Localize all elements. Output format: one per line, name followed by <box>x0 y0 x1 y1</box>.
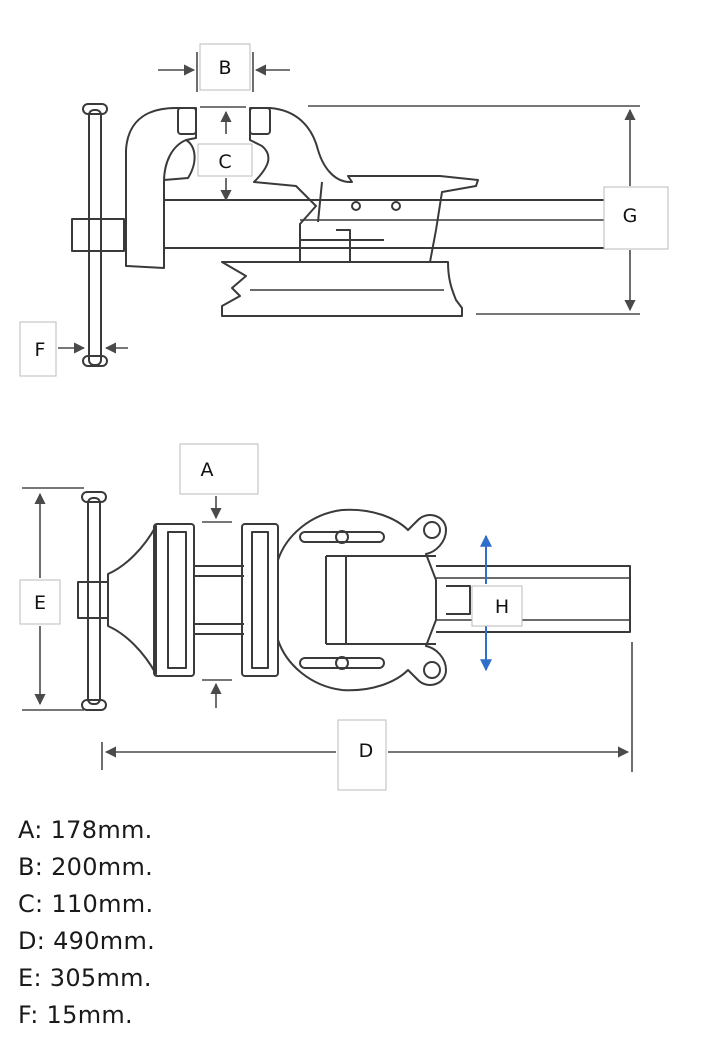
side-fixed-jaw <box>249 107 479 263</box>
side-slide-bar <box>164 199 631 249</box>
side-view <box>71 103 631 367</box>
side-screw-nut <box>71 218 125 252</box>
label-c: C <box>218 151 231 173</box>
side-movable-jaw <box>125 107 197 269</box>
label-h: H <box>495 596 509 618</box>
top-front-bell <box>107 525 157 675</box>
label-e: E <box>34 592 46 614</box>
top-dimensions <box>22 487 633 772</box>
label-d: D <box>359 740 374 762</box>
side-swivel-base <box>221 261 463 317</box>
spec-c: C: 110mm. <box>18 890 154 918</box>
top-fixed-jaw <box>241 523 279 677</box>
label-box-h: H <box>471 585 523 627</box>
label-f: F <box>35 339 46 361</box>
label-a: A <box>201 459 214 481</box>
vise-technical-drawing: B C G F <box>19 43 669 791</box>
label-box-b: B <box>199 43 251 91</box>
top-slide-bar <box>436 565 631 633</box>
side-handle <box>82 103 108 367</box>
side-dimensions <box>58 52 640 354</box>
label-b: B <box>218 57 231 79</box>
spec-d: D: 490mm. <box>18 927 156 955</box>
spec-e: E: 305mm. <box>18 964 152 992</box>
dimension-spec-list: A: 178mm. B: 200mm. C: 110mm. D: 490mm. … <box>18 812 155 1034</box>
label-g: G <box>623 205 638 227</box>
label-box-g: G <box>603 186 669 250</box>
label-box-c: C <box>197 143 253 177</box>
label-box-f: F <box>19 321 57 377</box>
top-movable-jaw <box>153 523 195 677</box>
label-box-a: A <box>179 443 259 495</box>
top-screw-nut <box>77 581 109 619</box>
spec-f: F: 15mm. <box>18 1001 133 1029</box>
top-handle <box>81 491 107 711</box>
top-swivel-body <box>277 508 447 692</box>
spec-b: B: 200mm. <box>18 853 154 881</box>
label-box-e: E <box>19 579 61 625</box>
top-view <box>77 491 631 711</box>
spec-a: A: 178mm. <box>18 816 153 844</box>
label-box-d: D <box>337 719 387 791</box>
